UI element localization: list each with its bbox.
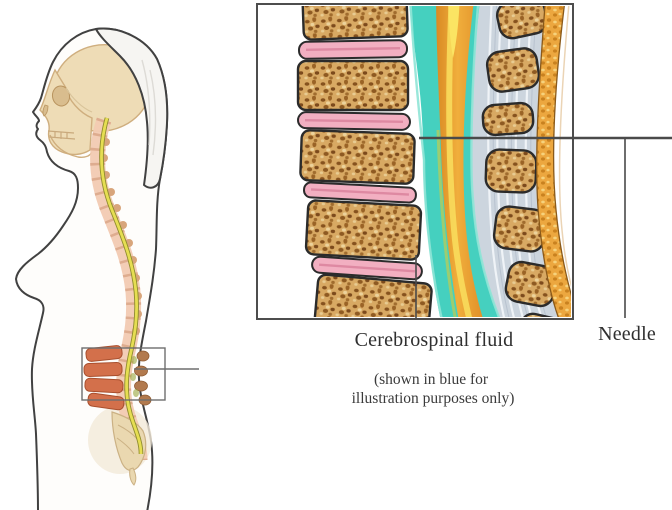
vertebral-body — [296, 59, 410, 112]
skull — [39, 44, 152, 158]
csf-edge-highlight — [409, 6, 443, 317]
lumbar-callout-box — [81, 347, 166, 401]
needle-label: Needle — [598, 323, 656, 345]
spinous-process — [518, 312, 566, 317]
vertebral-body — [304, 199, 423, 261]
cerebrospinal-fluid-label: Cerebrospinal fluid — [354, 329, 514, 351]
nerve-root-green — [436, 129, 457, 317]
csf-note-line2: illustration purposes only) — [351, 390, 515, 407]
nasal-opening — [42, 104, 49, 117]
spinous-processes — [481, 6, 566, 317]
teeth — [47, 130, 76, 140]
vertebral-body — [301, 6, 409, 41]
vertebral-body — [313, 273, 433, 317]
hair-strands — [141, 59, 157, 156]
detail-box-border — [256, 3, 574, 320]
csf-edge-highlight — [470, 6, 501, 317]
coccyx — [129, 467, 137, 486]
body-figure — [15, 27, 169, 510]
eye-socket — [51, 85, 71, 107]
skin-line — [558, 6, 571, 288]
spinous-process — [484, 148, 538, 194]
vertebral-body — [299, 129, 416, 185]
csf-note-line1: (shown in blue for — [373, 371, 489, 388]
lumbar-vertebrae-highlight — [83, 345, 125, 411]
cord-yellow-stripe — [446, 6, 472, 317]
vertebral-column — [296, 6, 433, 317]
lumbar-green-hints — [130, 356, 139, 397]
spine — [83, 117, 152, 486]
hair — [95, 27, 169, 189]
spinous-process — [485, 47, 541, 93]
fat-layer — [536, 6, 571, 317]
spinous-process — [481, 101, 535, 137]
spine-detail-view — [259, 6, 571, 317]
cord-tip-highlight — [448, 6, 460, 58]
